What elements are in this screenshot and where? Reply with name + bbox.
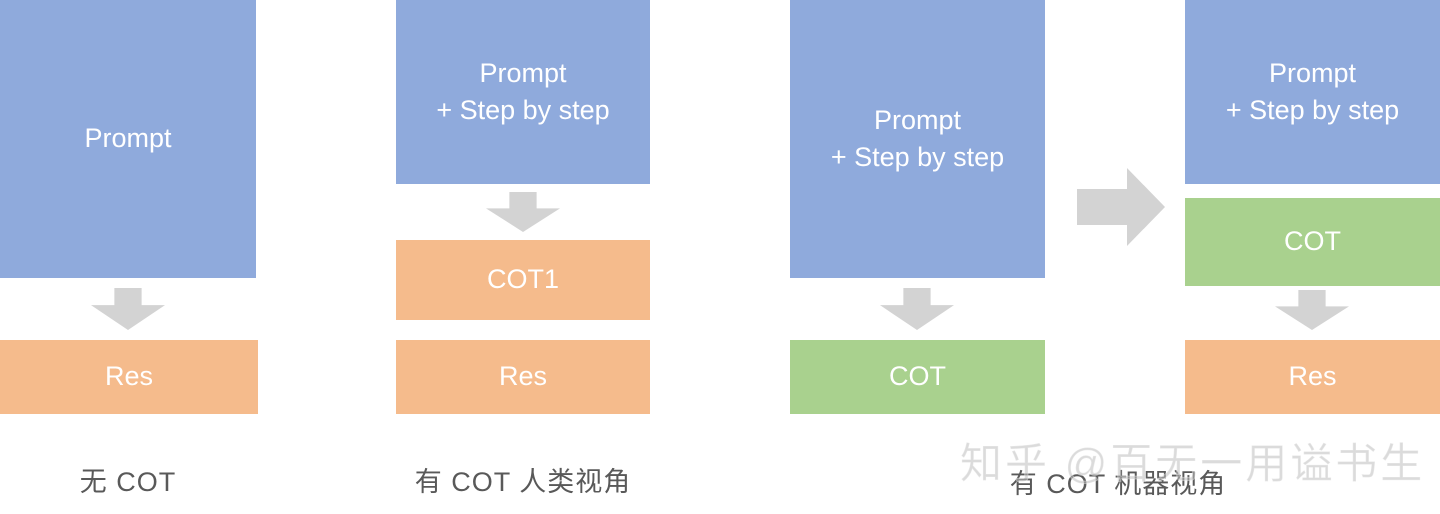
res-box-no-cot: Res: [0, 340, 258, 414]
res-box-human: Res: [396, 340, 650, 414]
down-arrow-icon: [1275, 290, 1349, 330]
cot-box-machine-right: COT: [1185, 198, 1440, 286]
right-arrow-icon: [1077, 168, 1165, 246]
step-line: + Step by step: [436, 95, 610, 125]
prompt-step-box-human: Prompt + Step by step: [396, 0, 650, 184]
caption-cot-human: 有 COT 人类视角: [414, 467, 632, 497]
cot-label: COT: [1284, 226, 1341, 257]
cot1-label: COT1: [486, 264, 559, 295]
down-arrow-icon: [880, 288, 954, 330]
step-line: + Step by step: [1225, 95, 1400, 125]
caption-no-cot: 无 COT: [79, 467, 177, 497]
cot-label: COT: [889, 361, 946, 392]
prompt-label: Prompt: [84, 123, 172, 154]
down-arrow-icon: [91, 288, 165, 330]
prompt-line: Prompt: [479, 57, 567, 88]
down-arrow-icon: [486, 192, 560, 232]
res-label: Res: [104, 361, 153, 392]
step-line: + Step by step: [830, 142, 1005, 172]
res-label: Res: [498, 361, 547, 392]
caption-cot-machine: 有 COT 机器视角: [1009, 469, 1227, 499]
prompt-step-box-machine-right: Prompt + Step by step: [1185, 0, 1440, 184]
prompt-line: Prompt: [1268, 57, 1357, 88]
cot1-box: COT1: [396, 240, 650, 320]
prompt-box-no-cot: Prompt: [0, 0, 256, 278]
prompt-step-box-machine-left: Prompt + Step by step: [790, 0, 1045, 278]
prompt-line: Prompt: [873, 104, 962, 135]
res-box-machine: Res: [1185, 340, 1440, 414]
res-label: Res: [1288, 361, 1337, 392]
cot-box-machine-left: COT: [790, 340, 1045, 414]
